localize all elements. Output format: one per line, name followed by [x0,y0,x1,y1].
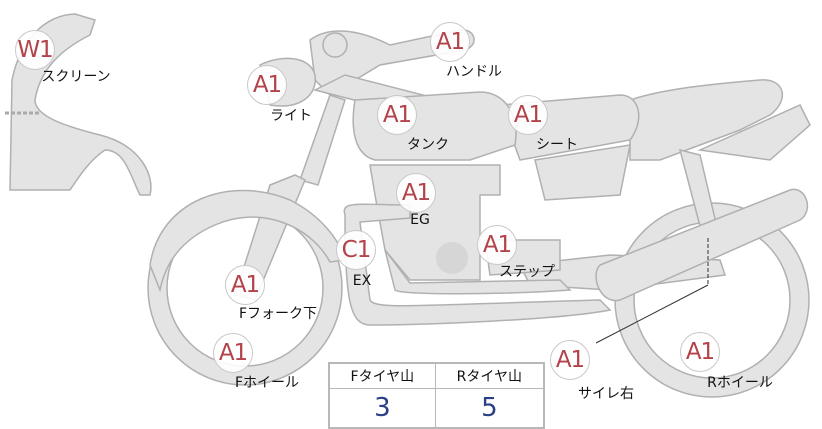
rear-tread-value: 5 [434,388,545,429]
grade-badge-engine[interactable]: A1 [396,173,436,213]
grade-badge-seat[interactable]: A1 [508,95,548,135]
grade-badge-front-fork[interactable]: A1 [225,265,265,305]
front-tread-value: 3 [328,388,436,429]
part-label-screen: スクリーン [41,69,111,85]
part-label-silencer-right: サイレ右 [578,386,634,402]
grade-badge-screen[interactable]: W1 [15,30,55,70]
part-label-tank: タンク [407,137,449,153]
front-tread-header: Fタイヤ山 [328,362,436,389]
grade-badge-front-wheel[interactable]: A1 [213,333,253,373]
grade-badge-light[interactable]: A1 [247,65,287,105]
part-label-step: ステップ [499,264,555,280]
grade-badge-silencer-right[interactable]: A1 [550,340,590,380]
grade-badge-rear-wheel[interactable]: A1 [680,332,720,372]
grade-badge-tank[interactable]: A1 [377,95,417,135]
rear-tread-header: Rタイヤ山 [434,362,545,389]
grade-badge-step[interactable]: A1 [477,225,517,265]
grade-badge-exhaust[interactable]: C1 [336,230,376,270]
leader-line [595,284,709,344]
part-label-seat: シート [536,137,578,153]
part-label-handle: ハンドル [446,64,502,80]
part-label-rear-wheel: Rホイール [707,375,773,391]
muffler-shape [595,188,809,302]
grade-badge-handle[interactable]: A1 [430,22,470,62]
tire-tread-table: Fタイヤ山 Rタイヤ山 3 5 [328,362,545,429]
part-label-light: ライト [270,108,312,124]
part-label-front-fork: Fフォーク下 [238,306,318,322]
part-label-exhaust: EX [352,273,372,289]
part-label-front-wheel: Fホイール [234,375,300,391]
part-label-engine: EG [410,212,430,228]
